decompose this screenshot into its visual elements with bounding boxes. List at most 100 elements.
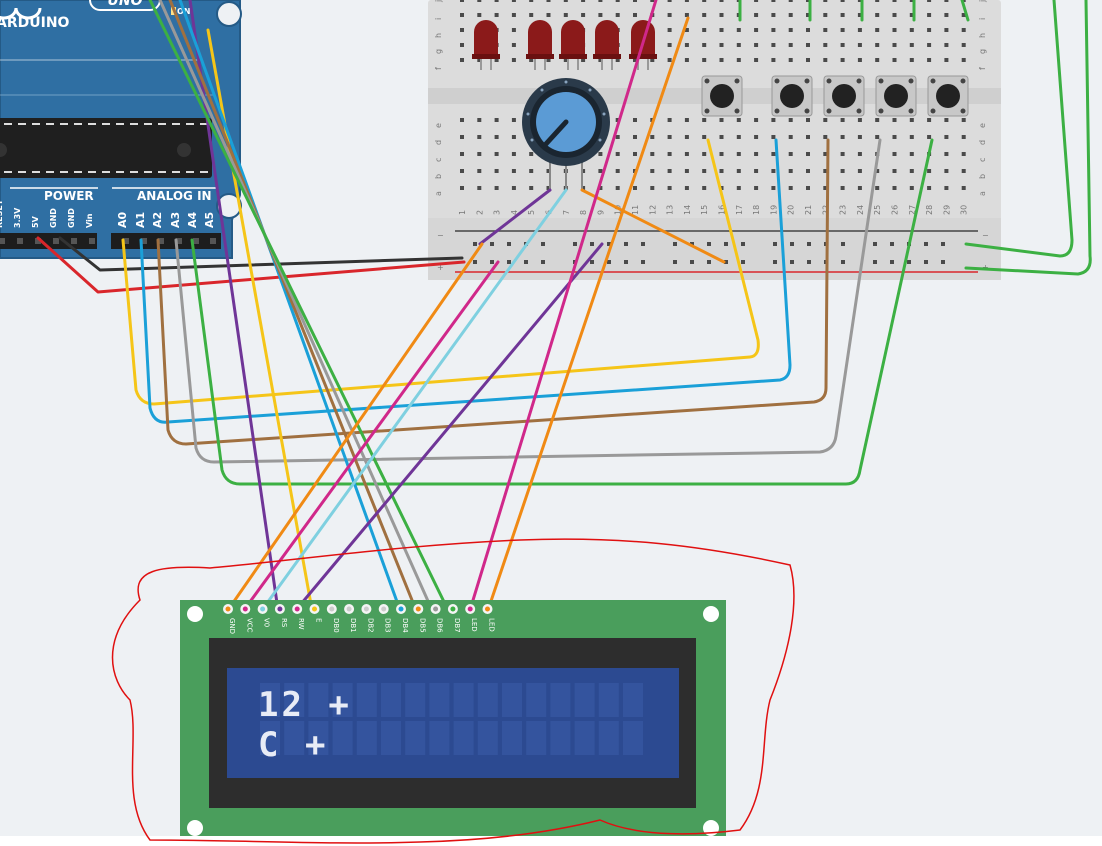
- breadboard-hole[interactable]: [892, 13, 897, 17]
- breadboard-hole[interactable]: [892, 0, 897, 2]
- breadboard-hole[interactable]: [667, 169, 672, 173]
- pushbutton-icon[interactable]: [823, 75, 865, 117]
- breadboard-hole[interactable]: [477, 169, 482, 173]
- breadboard-hole[interactable]: [806, 13, 810, 17]
- rail-hole[interactable]: [707, 242, 711, 246]
- breadboard-hole[interactable]: [944, 135, 949, 139]
- rail-hole[interactable]: [641, 242, 645, 246]
- breadboard-hole[interactable]: [771, 13, 776, 17]
- header-pin[interactable]: [158, 238, 164, 244]
- breadboard-hole[interactable]: [944, 58, 949, 62]
- breadboard-hole[interactable]: [598, 13, 603, 17]
- breadboard-hole[interactable]: [684, 118, 689, 122]
- rail-hole[interactable]: [624, 242, 628, 246]
- breadboard-hole[interactable]: [961, 28, 966, 32]
- breadboard-hole[interactable]: [494, 118, 499, 122]
- wire-digital-blue[interactable]: [178, 0, 402, 612]
- breadboard-hole[interactable]: [702, 118, 707, 122]
- rail-hole[interactable]: [807, 242, 811, 246]
- rail-hole[interactable]: [541, 260, 545, 264]
- breadboard-hole[interactable]: [806, 0, 810, 2]
- rail-hole[interactable]: [707, 260, 711, 264]
- breadboard-hole[interactable]: [892, 169, 897, 173]
- breadboard-hole[interactable]: [754, 13, 759, 17]
- breadboard-hole[interactable]: [719, 152, 724, 156]
- breadboard-hole[interactable]: [702, 43, 707, 47]
- rail-hole[interactable]: [490, 260, 494, 264]
- breadboard-hole[interactable]: [529, 152, 534, 156]
- breadboard-hole[interactable]: [944, 0, 949, 2]
- breadboard-hole[interactable]: [961, 13, 966, 17]
- breadboard-hole[interactable]: [667, 135, 672, 139]
- wire-pot-purple-short[interactable]: [478, 188, 552, 246]
- rail-hole[interactable]: [524, 260, 528, 264]
- red-led-icon[interactable]: [559, 20, 587, 70]
- breadboard-hole[interactable]: [806, 28, 810, 32]
- breadboard-hole[interactable]: [927, 186, 932, 190]
- breadboard-hole[interactable]: [840, 186, 845, 190]
- breadboard-hole[interactable]: [961, 169, 966, 173]
- breadboard-hole[interactable]: [684, 152, 689, 156]
- breadboard-hole[interactable]: [771, 43, 776, 47]
- breadboard-hole[interactable]: [754, 186, 759, 190]
- wire-top-green-5[interactable]: [960, 0, 970, 22]
- breadboard-hole[interactable]: [961, 135, 966, 139]
- breadboard-hole[interactable]: [477, 13, 482, 17]
- breadboard-hole[interactable]: [546, 0, 551, 2]
- breadboard-hole[interactable]: [875, 28, 880, 32]
- breadboard-hole[interactable]: [806, 58, 810, 62]
- breadboard-hole[interactable]: [598, 0, 603, 2]
- wire-vcc-magenta[interactable]: [242, 260, 500, 612]
- breadboard-hole[interactable]: [633, 135, 637, 139]
- breadboard-hole[interactable]: [477, 0, 482, 2]
- rail-hole[interactable]: [607, 260, 611, 264]
- breadboard-hole[interactable]: [892, 58, 897, 62]
- breadboard-hole[interactable]: [702, 28, 707, 32]
- breadboard-hole[interactable]: [736, 58, 741, 62]
- breadboard-hole[interactable]: [806, 118, 810, 122]
- rail-hole[interactable]: [841, 260, 845, 264]
- breadboard-hole[interactable]: [909, 118, 914, 122]
- breadboard-hole[interactable]: [511, 186, 516, 190]
- breadboard-hole[interactable]: [529, 0, 534, 2]
- breadboard-hole[interactable]: [511, 169, 516, 173]
- breadboard-hole[interactable]: [736, 186, 741, 190]
- breadboard-hole[interactable]: [857, 186, 862, 190]
- rail-hole[interactable]: [690, 242, 694, 246]
- breadboard-hole[interactable]: [806, 152, 810, 156]
- breadboard-hole[interactable]: [702, 135, 707, 139]
- rail-hole[interactable]: [690, 260, 694, 264]
- breadboard-hole[interactable]: [771, 152, 776, 156]
- rail-hole[interactable]: [741, 242, 745, 246]
- breadboard-hole[interactable]: [857, 135, 862, 139]
- breadboard-hole[interactable]: [702, 186, 707, 190]
- wire-digital-gray[interactable]: [158, 0, 434, 612]
- breadboard-hole[interactable]: [736, 152, 741, 156]
- breadboard-hole[interactable]: [546, 13, 551, 17]
- red-led-icon[interactable]: [472, 20, 500, 70]
- breadboard-hole[interactable]: [477, 135, 482, 139]
- breadboard-hole[interactable]: [460, 58, 464, 62]
- breadboard-hole[interactable]: [754, 0, 759, 2]
- breadboard-hole[interactable]: [909, 0, 914, 2]
- wire-a2-brown[interactable]: [156, 138, 830, 446]
- rail-hole[interactable]: [841, 242, 845, 246]
- breadboard-hole[interactable]: [754, 28, 759, 32]
- breadboard-hole[interactable]: [702, 169, 707, 173]
- breadboard-hole[interactable]: [823, 169, 828, 173]
- breadboard-hole[interactable]: [909, 13, 914, 17]
- rail-hole[interactable]: [673, 242, 677, 246]
- breadboard-hole[interactable]: [857, 0, 862, 2]
- breadboard-hole[interactable]: [771, 28, 776, 32]
- breadboard-hole[interactable]: [667, 152, 672, 156]
- breadboard-hole[interactable]: [927, 43, 932, 47]
- header-pin[interactable]: [71, 238, 77, 244]
- breadboard-hole[interactable]: [840, 152, 845, 156]
- rail-hole[interactable]: [473, 242, 477, 246]
- wire-digital-green[interactable]: [148, 0, 450, 612]
- breadboard-hole[interactable]: [771, 169, 776, 173]
- breadboard-hole[interactable]: [754, 118, 759, 122]
- breadboard-hole[interactable]: [494, 0, 499, 2]
